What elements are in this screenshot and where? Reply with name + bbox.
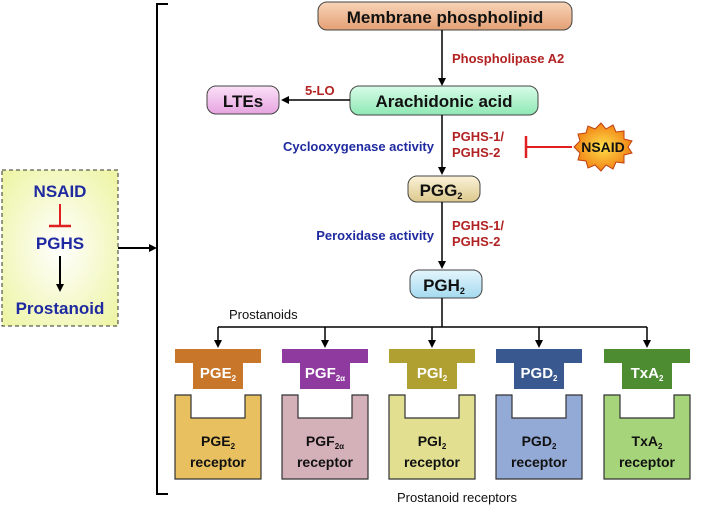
prostanoids-label: Prostanoids <box>229 307 298 322</box>
phospholipase-label: Phospholipase A2 <box>452 51 564 66</box>
svg-text:PGH2: PGH2 <box>423 276 465 296</box>
prostanoid-columns: PGE2PGE2receptorPGF2αPGF2αreceptorPGI2PG… <box>174 327 691 480</box>
receptor-name: PGI2 <box>418 433 447 451</box>
receptor-shape <box>603 394 691 480</box>
pghs-label-1a: PGHS-1/ <box>452 129 504 144</box>
summary-box-frame <box>1 169 119 327</box>
receptor-name: TxA2 <box>632 433 663 451</box>
five-lo-label: 5-LO <box>305 83 335 98</box>
svg-text:PGG2: PGG2 <box>420 181 463 201</box>
ligand-label: PGF2α <box>305 365 345 383</box>
node-pgh2: PGH2 <box>409 269 483 299</box>
ligand-shape <box>389 349 475 389</box>
receptor-word: receptor <box>297 454 354 470</box>
receptor-shape <box>281 394 369 480</box>
summary-nsaid-label: NSAID <box>34 182 87 201</box>
receptor-shape <box>388 394 476 480</box>
receptor-shape <box>174 394 262 480</box>
receptor-name: PGD2 <box>522 433 557 451</box>
svg-text:Arachidonic acid: Arachidonic acid <box>376 92 513 111</box>
nsaid-starburst: NSAID <box>573 122 633 172</box>
receptor-word: receptor <box>619 454 676 470</box>
node-membrane-phospholipid: Membrane phospholipid <box>317 1 573 31</box>
svg-text:LTEs: LTEs <box>223 92 263 111</box>
receptor-word: receptor <box>190 454 247 470</box>
receptor-word: receptor <box>511 454 568 470</box>
summary-box: NSAID PGHS Prostanoid <box>1 169 119 327</box>
node-arachidonic-acid: Arachidonic acid <box>349 85 539 116</box>
receptors-label: Prostanoid receptors <box>397 490 517 505</box>
receptor-name: PGF2α <box>306 433 344 451</box>
bracket <box>156 3 168 495</box>
starburst-icon <box>573 122 633 172</box>
pghs-label-1b: PGHS-2 <box>452 145 500 160</box>
ligand-shape <box>175 349 261 389</box>
ligand-shape <box>282 349 368 389</box>
receptor-shape <box>495 394 583 480</box>
svg-text:Membrane phospholipid: Membrane phospholipid <box>347 8 543 27</box>
ligand-label: PGD2 <box>521 365 559 383</box>
ligand-label: TxA2 <box>631 365 664 383</box>
pghs-label-2b: PGHS-2 <box>452 234 500 249</box>
node-pgg2: PGG2 <box>407 175 481 203</box>
peroxidase-label: Peroxidase activity <box>316 228 435 243</box>
ligand-label: PGI2 <box>417 365 448 383</box>
summary-pghs-label: PGHS <box>36 234 84 253</box>
receptor-name: PGE2 <box>201 433 236 451</box>
ligand-label: PGE2 <box>200 365 237 383</box>
inhibition-bar-icon <box>49 204 71 228</box>
pghs-label-2a: PGHS-1/ <box>452 218 504 233</box>
node-ltes: LTEs <box>206 85 280 115</box>
summary-prostanoid-label: Prostanoid <box>16 299 105 318</box>
svg-text:NSAID: NSAID <box>581 139 625 155</box>
inhibition-bar-icon <box>524 136 572 158</box>
ligand-shape <box>496 349 582 389</box>
ligand-shape <box>604 349 690 389</box>
receptor-word: receptor <box>404 454 461 470</box>
cyclooxygenase-label: Cyclooxygenase activity <box>283 139 435 154</box>
